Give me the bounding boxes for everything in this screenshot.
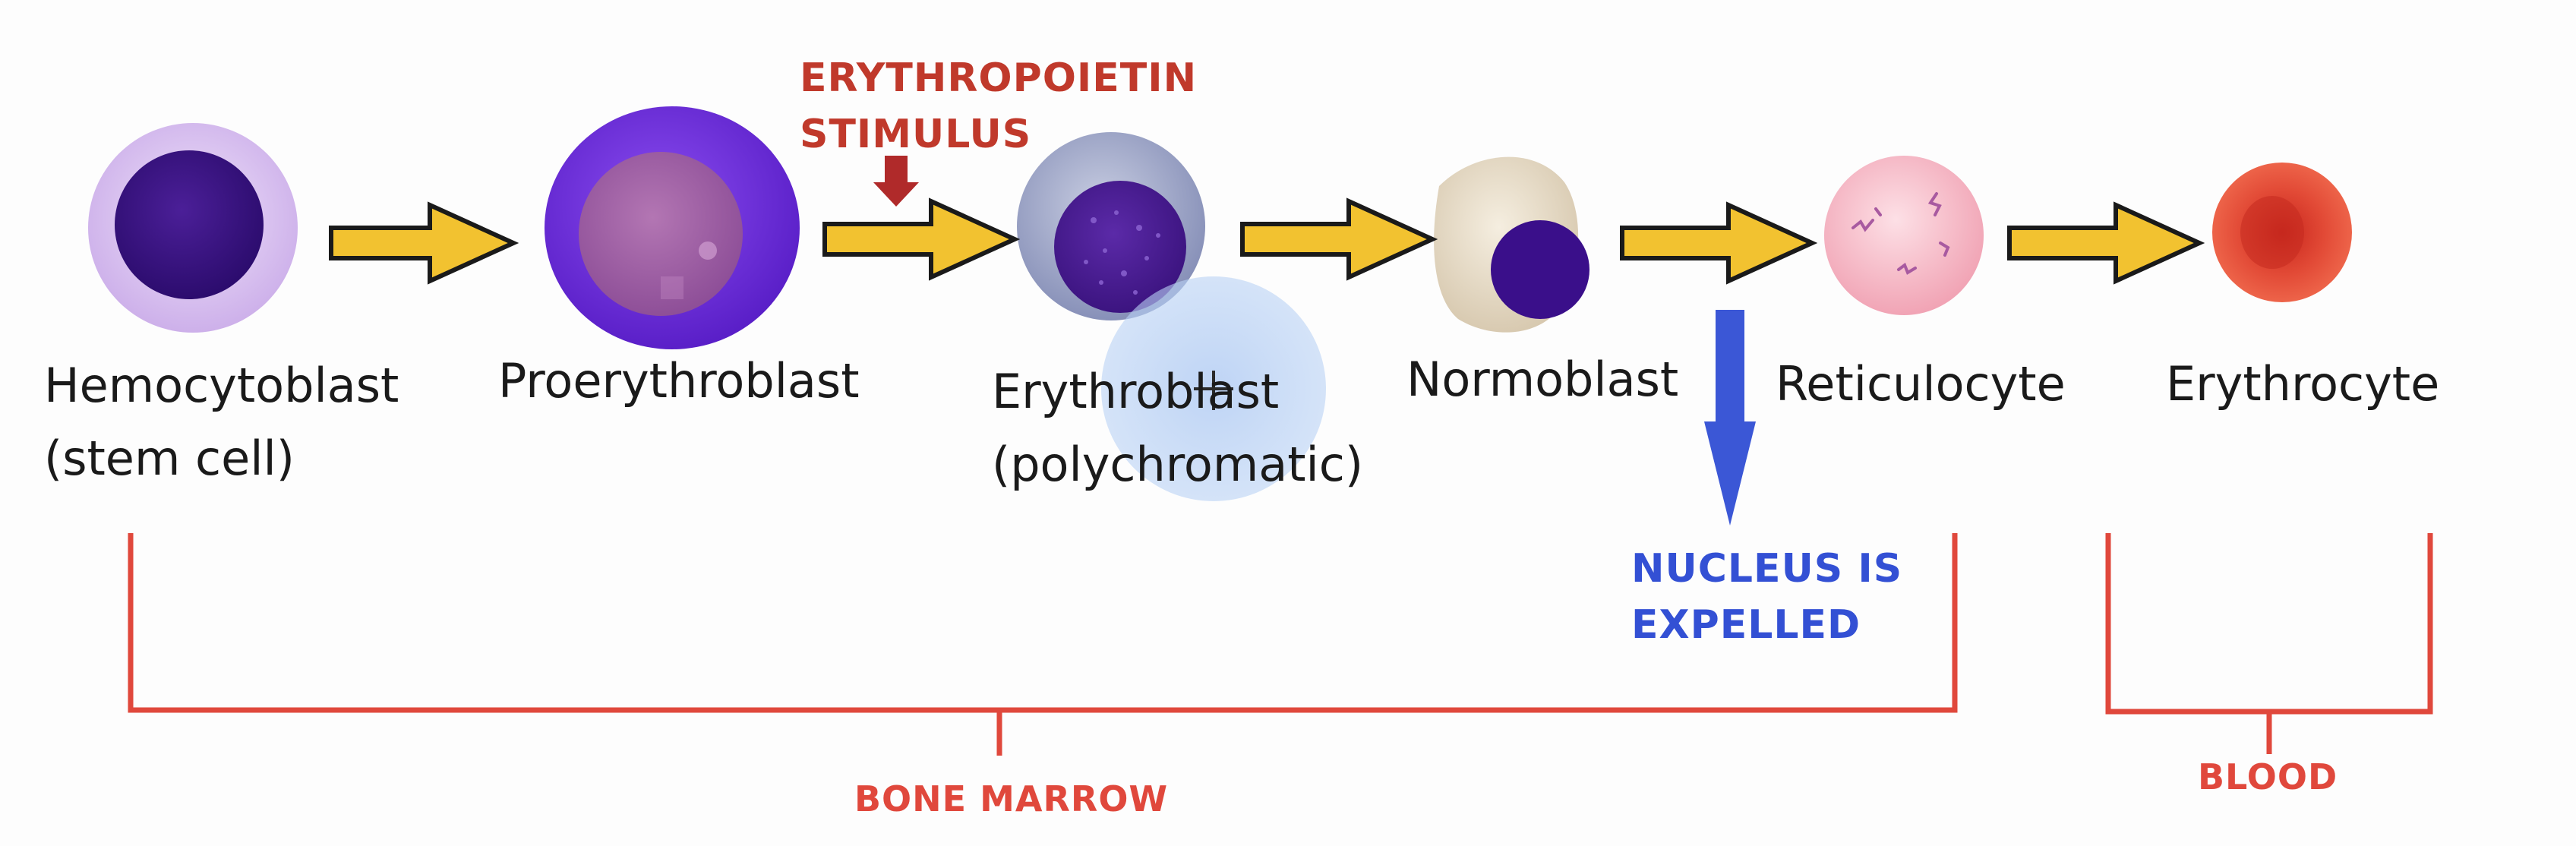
stimulus-arrow (873, 156, 919, 207)
nucleus-line-1: NUCLEUS IS (1631, 546, 1903, 592)
normoblast-cell (1434, 156, 1589, 333)
blood-bracket (2105, 533, 2433, 715)
erythroblast-cell (1017, 132, 1205, 320)
flow-arrow-3 (1240, 197, 1438, 281)
flow-arrow-2 (822, 197, 1021, 281)
stimulus-line-2: STIMULUS (800, 112, 1032, 157)
erythroblast-subtitle: (polychromatic) (992, 437, 1364, 492)
erythropoietin-stimulus-annotation: ERYTHROPOIETIN STIMULUS (800, 50, 1197, 163)
nucleus-line-2: EXPELLED (1631, 602, 1861, 648)
cursor-highlight (1101, 276, 1326, 501)
flow-arrow-5 (2007, 201, 2205, 285)
flow-arrow-1 (329, 201, 519, 285)
erythroblast-name: Erythroblast (992, 364, 1280, 419)
nucleus-expelled-annotation: NUCLEUS IS EXPELLED (1631, 541, 1902, 653)
reticulocyte-cell (1824, 156, 1984, 315)
flow-arrow-4 (1620, 201, 1818, 285)
bone-marrow-label: BONE MARROW (854, 778, 1169, 819)
proerythroblast-cell (545, 106, 800, 349)
erythrocyte-label: Erythrocyte (2166, 348, 2439, 421)
erythrocyte-cell (2212, 163, 2352, 302)
hemocytoblast-subtitle: (stem cell) (44, 431, 295, 486)
normoblast-name: Normoblast (1406, 352, 1679, 407)
reticulocyte-label: Reticulocyte (1776, 348, 2066, 421)
blood-label: BLOOD (2198, 756, 2338, 797)
proerythroblast-name: Proerythroblast (498, 353, 860, 409)
erythrocyte-name: Erythrocyte (2166, 356, 2440, 412)
stimulus-line-1: ERYTHROPOIETIN (800, 55, 1198, 101)
proerythroblast-label: Proerythroblast (498, 345, 860, 418)
erythroblast-label: Erythroblast (polychromatic) (992, 355, 1363, 501)
hemocytoblast-name: Hemocytoblast (44, 358, 399, 413)
hemocytoblast-cell (88, 123, 298, 333)
bone-marrow-bracket (128, 533, 1958, 713)
hemocytoblast-label: Hemocytoblast (stem cell) (44, 349, 399, 495)
expel-arrow (1704, 310, 1756, 526)
normoblast-label: Normoblast (1406, 343, 1678, 416)
reticulocyte-name: Reticulocyte (1776, 356, 2066, 412)
